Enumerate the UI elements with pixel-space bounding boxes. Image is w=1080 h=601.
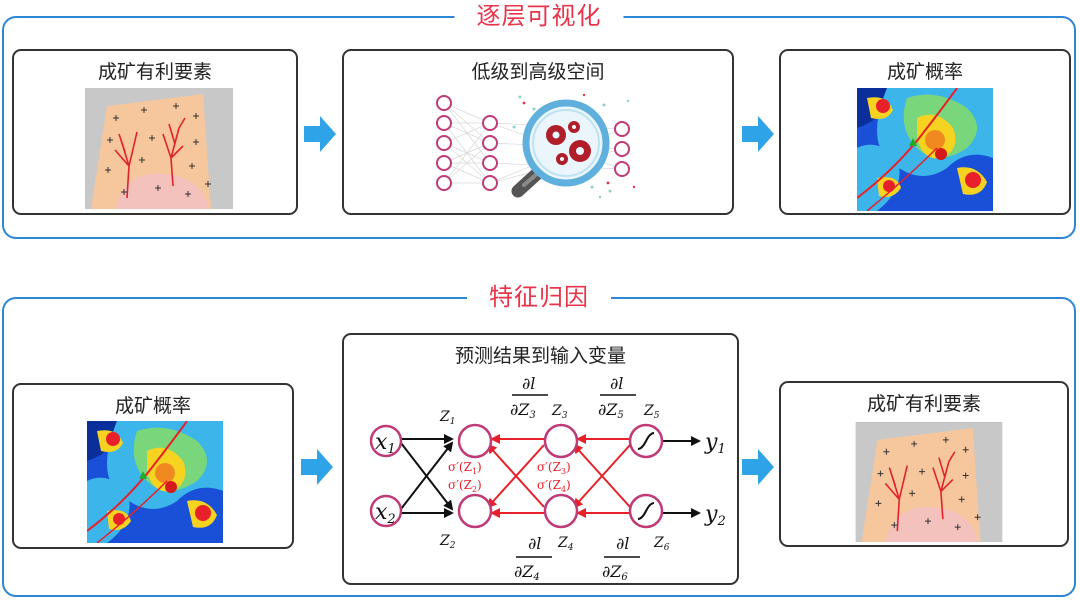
card-title: 预测结果到输入变量 bbox=[454, 345, 626, 367]
label-z5: Z5 bbox=[643, 403, 660, 421]
right-arrow-icon bbox=[742, 116, 774, 152]
activation-z4: σ′(Z4) bbox=[537, 478, 571, 494]
node-x1 bbox=[369, 424, 403, 458]
svg-text:∂Z4: ∂Z4 bbox=[514, 562, 540, 583]
node-z4 bbox=[543, 493, 579, 529]
label-z4: Z4 bbox=[557, 535, 574, 553]
card-title: 成矿有利要素 bbox=[866, 393, 981, 415]
activation-z3: σ′(Z3) bbox=[537, 460, 571, 476]
right-arrow-icon bbox=[304, 116, 336, 152]
prediction-to-input-card: 预测结果到输入变量 bbox=[342, 333, 739, 585]
geology-factors-map bbox=[855, 422, 1003, 542]
mineralization-probability-card: 成矿概率 bbox=[779, 49, 1071, 215]
low-to-high-space-card: 低级到高级空间 bbox=[342, 49, 734, 215]
label-x2: x2 bbox=[375, 500, 396, 527]
edge-z6-z3 bbox=[572, 443, 631, 508]
card-title: 成矿概率 bbox=[886, 61, 963, 83]
node-z2 bbox=[457, 493, 493, 529]
backpropagation-network-diagram: x1 x2 y1 y2 Z1 Z2 Z3 Z4 Z5 Z6 bbox=[369, 374, 726, 583]
layerwise-visualization-panel: 逐层可视化 成矿有利要素 低级到高级空间 bbox=[2, 0, 1076, 239]
card-title: 成矿有利要素 bbox=[97, 61, 212, 83]
edge-x2-z1 bbox=[400, 441, 454, 510]
activation-z2: σ′(Z2) bbox=[448, 478, 482, 494]
label-z2: Z2 bbox=[439, 533, 456, 551]
svg-text:∂l: ∂l bbox=[616, 534, 629, 553]
label-z1: Z1 bbox=[439, 409, 455, 427]
svg-text:∂l: ∂l bbox=[528, 534, 541, 553]
label-x1: x1 bbox=[375, 430, 396, 457]
svg-text:∂l: ∂l bbox=[522, 374, 535, 393]
gradient-z5: ∂l ∂Z5 bbox=[598, 374, 636, 421]
favorable-factors-card: 成矿有利要素 bbox=[779, 381, 1069, 547]
svg-text:∂Z6: ∂Z6 bbox=[602, 562, 628, 583]
gradient-z3: ∂l ∂Z3 bbox=[510, 374, 548, 421]
probability-heatmap bbox=[857, 88, 993, 211]
edge-z4-z1 bbox=[486, 443, 545, 508]
label-y2: y2 bbox=[704, 502, 726, 529]
mineralization-probability-card: 成矿概率 bbox=[12, 383, 294, 549]
probability-heatmap bbox=[87, 421, 223, 543]
svg-text:∂Z5: ∂Z5 bbox=[598, 400, 624, 421]
gradient-z6: ∂l ∂Z6 bbox=[602, 534, 640, 583]
section-title: 特征归因 bbox=[467, 281, 611, 313]
card-title: 低级到高级空间 bbox=[471, 61, 605, 83]
label-z6: Z6 bbox=[653, 535, 670, 553]
right-arrow-icon bbox=[301, 449, 333, 485]
sigmoid-icon bbox=[637, 502, 655, 520]
node-z1 bbox=[457, 423, 493, 459]
node-z3 bbox=[543, 423, 579, 459]
section-title: 逐层可视化 bbox=[454, 0, 624, 32]
gradient-z4: ∂l ∂Z4 bbox=[514, 534, 552, 583]
card-title: 成矿概率 bbox=[114, 395, 191, 417]
neural-network-magnifier-illustration bbox=[436, 93, 636, 199]
favorable-factors-card: 成矿有利要素 bbox=[12, 49, 298, 215]
sigmoid-icon bbox=[637, 432, 655, 450]
node-x2 bbox=[369, 494, 403, 528]
geology-factors-map bbox=[85, 88, 233, 209]
svg-text:∂Z3: ∂Z3 bbox=[510, 400, 536, 421]
label-y1: y1 bbox=[704, 430, 726, 457]
svg-text:∂l: ∂l bbox=[610, 374, 623, 393]
feature-attribution-panel: 特征归因 成矿概率 预测结果到输入变量 bbox=[2, 281, 1076, 597]
activation-z1: σ′(Z1) bbox=[448, 460, 482, 476]
right-arrow-icon bbox=[742, 449, 774, 485]
label-z3: Z3 bbox=[551, 403, 568, 421]
